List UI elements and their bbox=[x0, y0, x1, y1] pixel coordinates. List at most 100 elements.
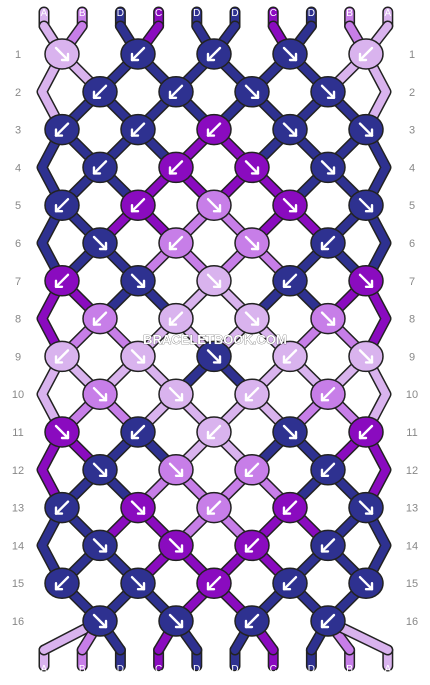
knot-r5-k1 bbox=[44, 189, 80, 221]
knot-r10-k3 bbox=[234, 378, 270, 410]
arrow-down-left-icon bbox=[54, 576, 70, 591]
knot-r14-k2 bbox=[158, 529, 194, 562]
arrow-down-right-icon bbox=[244, 311, 260, 326]
arrow-down-right-icon bbox=[358, 349, 374, 364]
row-number-right: 5 bbox=[409, 200, 415, 212]
row-number-right: 2 bbox=[409, 87, 415, 99]
knot-r13-k1 bbox=[44, 491, 80, 524]
knot-r13-k2 bbox=[120, 491, 156, 524]
row-number-right: 14 bbox=[406, 540, 418, 552]
arrow-down-right-icon bbox=[282, 46, 298, 62]
arrow-down-left-icon bbox=[54, 122, 70, 137]
row-number-left: 16 bbox=[12, 616, 24, 628]
knot-r13-k5 bbox=[348, 491, 384, 524]
arrow-down-left-icon bbox=[320, 613, 336, 629]
row-number-right: 12 bbox=[406, 465, 418, 477]
knot-r12-k1 bbox=[82, 454, 118, 486]
row-number-left: 7 bbox=[15, 276, 21, 288]
knot-r6-k2 bbox=[158, 227, 194, 259]
knot-r16-k1 bbox=[82, 605, 118, 637]
arrow-down-left-icon bbox=[320, 387, 336, 402]
knot-r11-k2 bbox=[120, 416, 156, 448]
row-number-right: 4 bbox=[409, 162, 415, 174]
arrow-down-left-icon bbox=[168, 235, 184, 251]
knot-r1-k3 bbox=[196, 38, 232, 70]
knot-r2-k1 bbox=[82, 76, 118, 108]
arrow-down-right-icon bbox=[358, 197, 374, 213]
arrow-down-right-icon bbox=[92, 538, 108, 553]
row-number-left: 1 bbox=[15, 49, 21, 61]
row-number-right: 1 bbox=[409, 49, 415, 61]
arrow-down-left-icon bbox=[54, 197, 70, 213]
arrow-down-left-icon bbox=[168, 311, 184, 326]
knot-r1-k5 bbox=[348, 38, 384, 70]
knot-r14-k3 bbox=[234, 529, 270, 562]
knot-r13-k3 bbox=[196, 491, 232, 524]
arrow-down-right-icon bbox=[130, 349, 146, 364]
knot-r5-k5 bbox=[348, 189, 384, 221]
arrow-down-right-icon bbox=[358, 273, 374, 288]
knot-r16-k2 bbox=[158, 605, 194, 637]
knot-r5-k3 bbox=[196, 189, 232, 221]
knot-r11-k4 bbox=[272, 416, 308, 448]
row-number-right: 3 bbox=[409, 125, 415, 137]
row-number-right: 7 bbox=[409, 276, 415, 288]
arrow-down-left-icon bbox=[92, 84, 108, 100]
bottom-strand-label: D bbox=[308, 664, 315, 675]
knot-r8-k4 bbox=[310, 302, 346, 335]
bottom-strand-label: D bbox=[117, 664, 124, 675]
arrow-down-right-icon bbox=[130, 576, 146, 591]
arrow-down-left-icon bbox=[320, 235, 336, 251]
arrow-down-left-icon bbox=[130, 197, 146, 213]
knot-r12-k4 bbox=[310, 454, 346, 486]
knot-r7-k4 bbox=[272, 265, 308, 297]
top-strand-label: A bbox=[41, 8, 48, 19]
knot-r7-k3 bbox=[196, 265, 232, 297]
top-strand-label: B bbox=[79, 8, 86, 19]
arrow-down-right-icon bbox=[54, 424, 70, 440]
knot-r1-k1 bbox=[44, 38, 80, 70]
arrow-down-left-icon bbox=[244, 538, 260, 553]
arrow-down-left-icon bbox=[206, 46, 222, 62]
row-number-right: 10 bbox=[406, 389, 418, 401]
arrow-down-left-icon bbox=[54, 500, 70, 515]
knot-r1-k4 bbox=[272, 38, 308, 70]
arrow-down-left-icon bbox=[92, 311, 108, 326]
arrow-down-right-icon bbox=[92, 462, 108, 477]
arrow-down-right-icon bbox=[168, 387, 184, 402]
arrow-down-right-icon bbox=[282, 122, 298, 137]
arrow-down-right-icon bbox=[92, 387, 108, 402]
knot-r6-k1 bbox=[82, 227, 118, 259]
arrow-down-right-icon bbox=[358, 500, 374, 515]
arrow-down-right-icon bbox=[244, 84, 260, 100]
bottom-strand-label: D bbox=[193, 664, 200, 675]
arrow-down-left-icon bbox=[206, 576, 222, 591]
arrow-down-right-icon bbox=[320, 160, 336, 175]
knot-r16-k3 bbox=[234, 605, 270, 637]
bottom-strand-label: B bbox=[346, 664, 353, 675]
arrow-down-right-icon bbox=[92, 613, 108, 629]
arrow-down-right-icon bbox=[206, 273, 222, 288]
knot-r15-k4 bbox=[272, 567, 308, 599]
knot-r14-k4 bbox=[310, 529, 346, 562]
arrow-down-left-icon bbox=[130, 122, 146, 137]
bottom-strand-label: C bbox=[270, 664, 277, 675]
arrow-down-right-icon bbox=[206, 349, 222, 364]
top-strand-label: A bbox=[384, 8, 391, 19]
knot-r12-k3 bbox=[234, 454, 270, 486]
bottom-strand-label: A bbox=[384, 664, 391, 675]
knot-r6-k3 bbox=[234, 227, 270, 259]
arrow-down-left-icon bbox=[130, 46, 146, 62]
knot-r3-k3 bbox=[196, 113, 232, 146]
arrow-down-right-icon bbox=[320, 84, 336, 100]
row-number-right: 15 bbox=[406, 578, 418, 590]
knot-r15-k1 bbox=[44, 567, 80, 599]
knot-r7-k2 bbox=[120, 265, 156, 297]
arrow-down-right-icon bbox=[168, 613, 184, 629]
knot-r5-k2 bbox=[120, 189, 156, 221]
knot-r3-k5 bbox=[348, 113, 384, 146]
arrow-down-right-icon bbox=[206, 197, 222, 213]
row-number-right: 6 bbox=[409, 238, 415, 250]
arrow-down-left-icon bbox=[358, 424, 374, 440]
